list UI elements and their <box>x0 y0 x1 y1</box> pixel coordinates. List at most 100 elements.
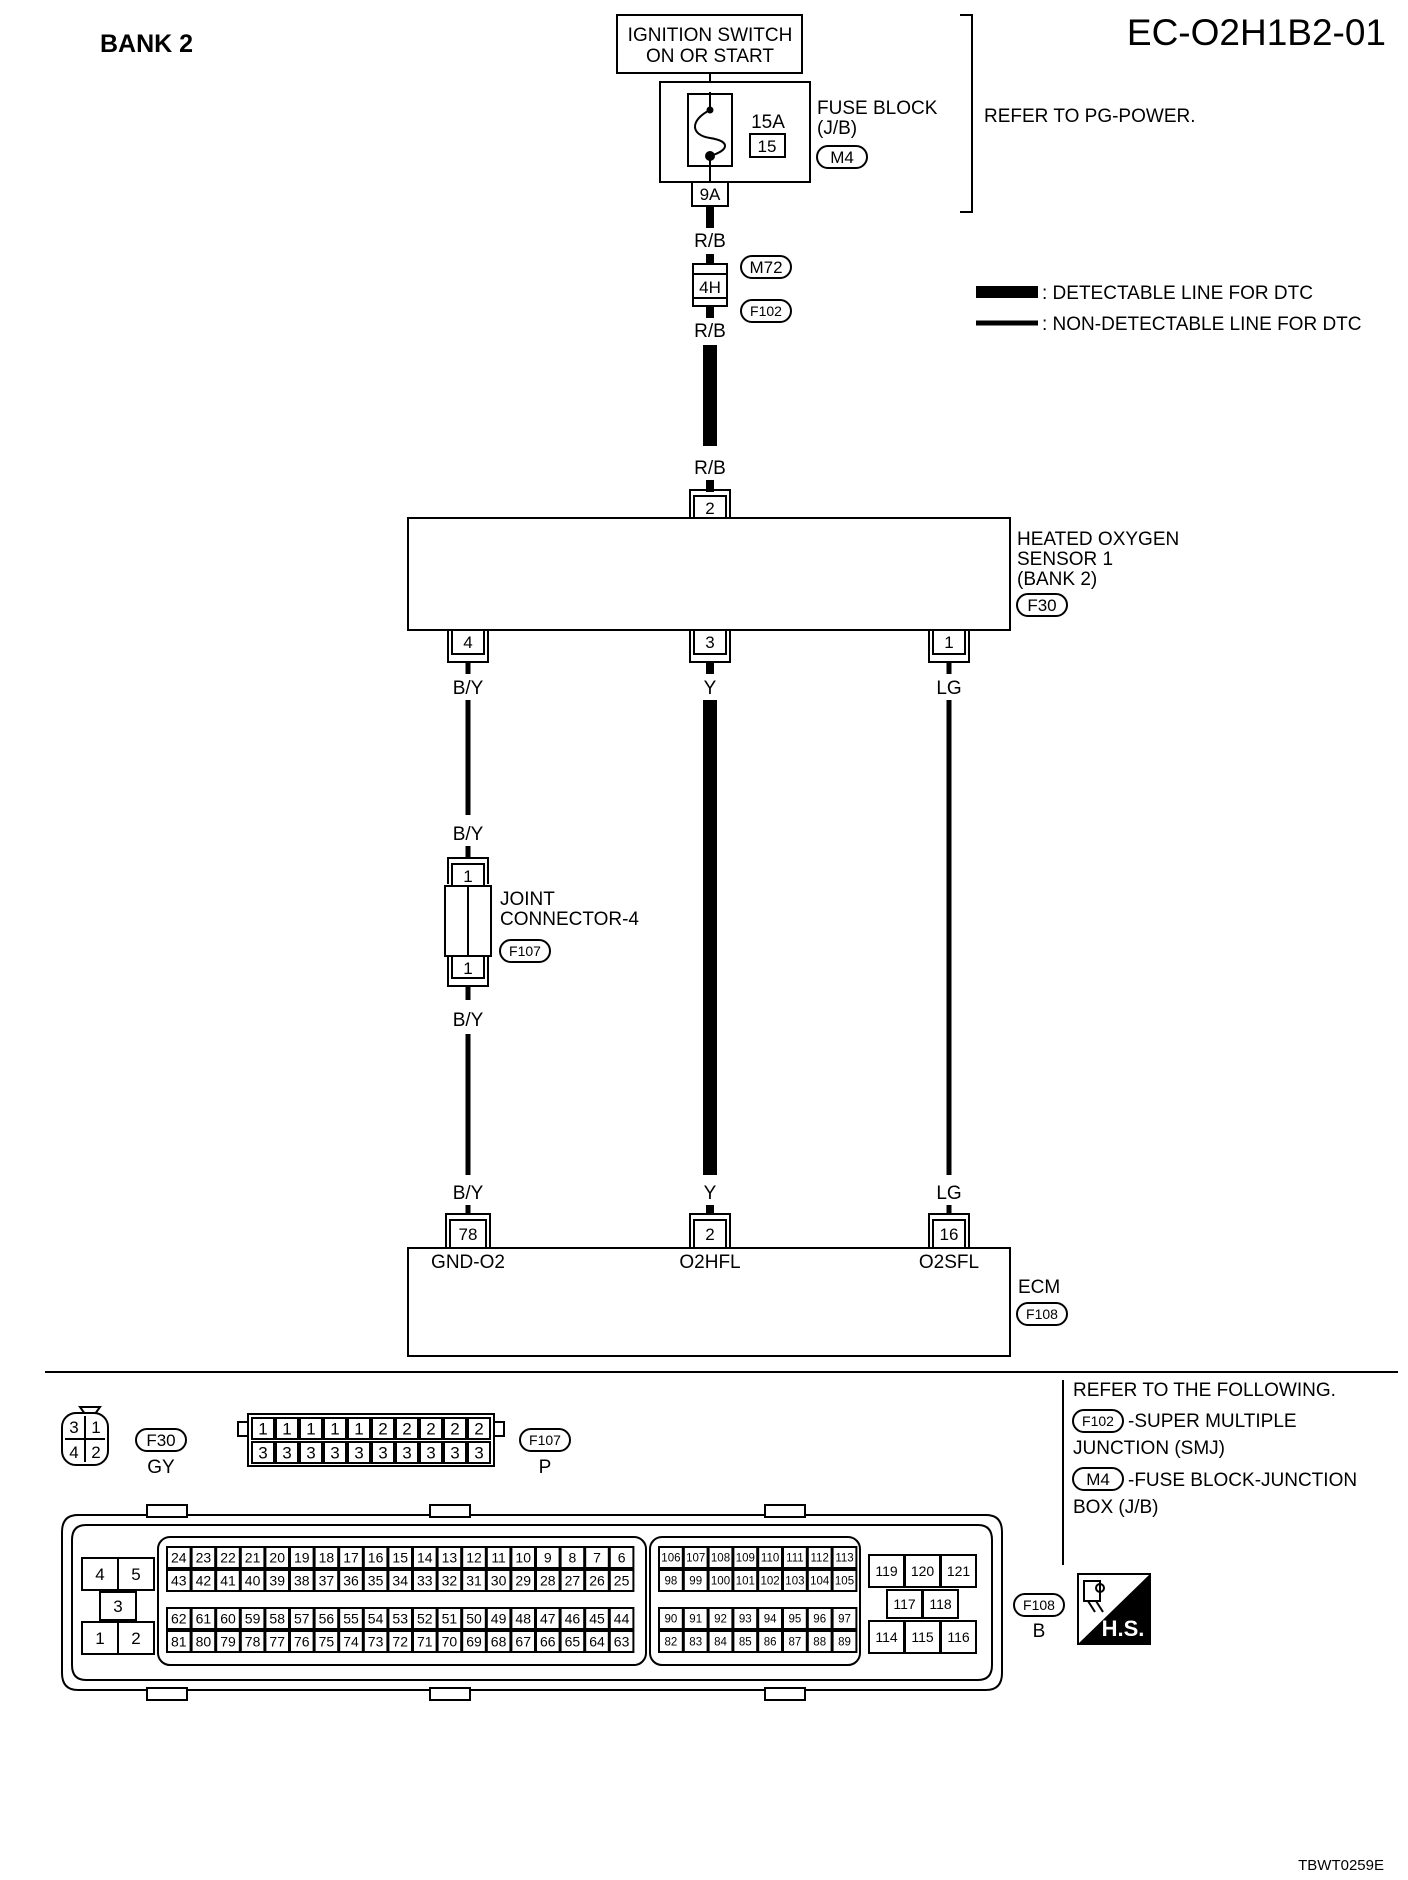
connector-pin-number: 45 <box>589 1611 605 1627</box>
harness-connector-f102: F102 <box>750 303 782 319</box>
connector-pin-cell <box>347 1417 371 1440</box>
connector-pin-cell <box>215 1569 241 1592</box>
connector-pin-number: 10 <box>515 1550 531 1566</box>
connector-pin-number: 100 <box>711 1576 730 1588</box>
connector-pin-number: 29 <box>515 1573 531 1589</box>
fuse-block-connector: M4 <box>830 148 854 167</box>
connector-pin-cell <box>299 1441 323 1464</box>
connector-pin-number: 76 <box>294 1634 310 1650</box>
connector-pin-cell <box>323 1441 347 1464</box>
connector-pin-number: 79 <box>220 1634 236 1650</box>
connector-pin-number: 31 <box>466 1573 482 1589</box>
connector-pin-cell <box>682 1630 709 1653</box>
connector-pin-cell <box>559 1569 586 1592</box>
legend-non-detectable-text: : NON-DETECTABLE LINE FOR DTC <box>1042 314 1362 335</box>
connector-pin-cell <box>117 1557 155 1591</box>
connector-pin-number: 90 <box>665 1614 678 1626</box>
connector-pin-number: 96 <box>813 1614 826 1626</box>
connector-pin-number: 1 <box>258 1420 267 1439</box>
connector-pin-cell <box>371 1417 395 1440</box>
connector-pin-number: 3 <box>306 1444 315 1463</box>
connector-pin-number: 56 <box>319 1611 335 1627</box>
connector-pin-cell <box>395 1417 419 1440</box>
connector-pin-number: 3 <box>426 1444 435 1463</box>
joint-pin-top: 1 <box>463 867 472 886</box>
connector-pin-number: 103 <box>785 1576 804 1588</box>
connector-pin-number: 23 <box>196 1550 212 1566</box>
connector-pin-number: 112 <box>811 1553 829 1565</box>
connector-pin-cell <box>682 1546 709 1569</box>
connector-pin-cell <box>732 1607 759 1630</box>
hs-badge: H.S. <box>1077 1573 1151 1645</box>
connector-pin-cell <box>419 1441 443 1464</box>
connector-pin-cell <box>806 1569 833 1592</box>
f108-view-color: B <box>1033 1621 1046 1642</box>
connector-pin-number: 16 <box>368 1550 384 1566</box>
connector-pin-cell <box>215 1607 241 1630</box>
connector-pin-cell <box>608 1607 635 1630</box>
connector-pin-number: 109 <box>736 1553 755 1565</box>
connector-pin-number: 68 <box>491 1634 507 1650</box>
connector-pin-number: 46 <box>565 1611 581 1627</box>
wire-color-by-2: B/Y <box>453 824 484 845</box>
connector-pin-number: 2 <box>131 1629 140 1648</box>
connector-pin-cell <box>707 1569 734 1592</box>
wire-color-by-1: B/Y <box>453 678 484 699</box>
ecm-signal-o2hfl: O2HFL <box>679 1252 740 1273</box>
refer-item1-line1: -SUPER MULTIPLE <box>1128 1411 1297 1432</box>
connector-pin-number: 50 <box>466 1611 482 1627</box>
connector-pin-number: 40 <box>245 1573 261 1589</box>
connector-pin-number: 71 <box>417 1634 433 1650</box>
joint-connector-id: F107 <box>509 943 541 959</box>
joint-label-line1: JOINT <box>500 889 555 910</box>
sensor-label-line2: SENSOR 1 <box>1017 549 1113 570</box>
connector-pin-number: 47 <box>540 1611 556 1627</box>
connector-pin-cell <box>215 1630 241 1653</box>
connector-pin-cell <box>904 1620 941 1654</box>
connector-pin-number: 77 <box>269 1634 285 1650</box>
connector-pin-number: 107 <box>686 1553 705 1565</box>
refer-item1-connector: F102 <box>1082 1413 1114 1429</box>
connector-pin-number: 42 <box>196 1573 212 1589</box>
connector-pin-cell <box>757 1630 784 1653</box>
bank-title: BANK 2 <box>100 30 193 58</box>
connector-pin-number: 57 <box>294 1611 310 1627</box>
connector-pin-cell <box>117 1621 155 1655</box>
connector-pin-number: 1 <box>95 1629 104 1648</box>
connector-pin-number: 95 <box>789 1614 802 1626</box>
wire-color-y-1: Y <box>704 678 717 699</box>
connector-pin-cell <box>559 1546 586 1569</box>
connector-pin-cell <box>658 1546 684 1569</box>
connector-pin-number: 117 <box>893 1596 916 1612</box>
connector-pin-number: 8 <box>569 1550 577 1566</box>
connector-pin-number: 2 <box>378 1420 387 1439</box>
svg-text:3: 3 <box>69 1418 78 1437</box>
refer-item2-line2: BOX (J/B) <box>1073 1497 1159 1518</box>
connector-pin-number: 70 <box>442 1634 458 1650</box>
connector-pin-cell <box>467 1417 491 1440</box>
connector-pin-number: 19 <box>294 1550 310 1566</box>
connector-pin-cell <box>81 1557 119 1591</box>
connector-pin-number: 55 <box>343 1611 359 1627</box>
connector-pin-cell <box>251 1441 275 1464</box>
connector-pin-number: 98 <box>665 1576 678 1588</box>
connector-pin-number: 78 <box>245 1634 261 1650</box>
connector-pin-number: 120 <box>911 1563 935 1579</box>
connector-pin-number: 6 <box>618 1550 626 1566</box>
connector-pin-number: 64 <box>589 1634 605 1650</box>
connector-pin-number: 3 <box>282 1444 291 1463</box>
connector-pin-cell <box>559 1630 586 1653</box>
connector-pin-cell <box>831 1607 858 1630</box>
f30-view-label: F30 <box>146 1431 175 1450</box>
svg-text:1: 1 <box>91 1418 100 1437</box>
connector-pin-cell <box>707 1546 734 1569</box>
connector-pin-cell <box>831 1630 858 1653</box>
fuse-number: 15 <box>758 137 777 156</box>
ecm-label: ECM <box>1018 1277 1060 1298</box>
connector-pin-number: 32 <box>442 1573 458 1589</box>
connector-pin-number: 3 <box>258 1444 267 1463</box>
connector-pin-cell <box>485 1546 512 1569</box>
harness-connector-m72: M72 <box>749 258 782 277</box>
connector-pin-number: 35 <box>368 1573 384 1589</box>
